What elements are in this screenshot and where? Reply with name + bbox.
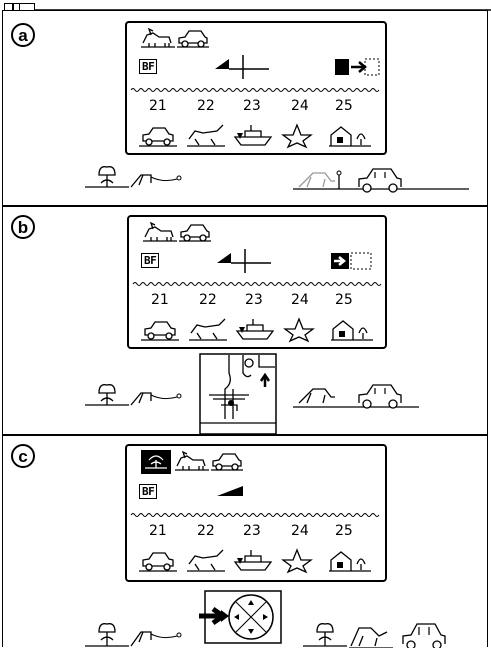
dog-icon: [143, 221, 177, 242]
stitch-width-icon: [217, 249, 271, 273]
pattern-number-23: 23: [245, 292, 263, 308]
direction-key-illustration: [199, 590, 282, 644]
dog-pattern-icon: [189, 318, 227, 341]
star-pattern-icon: [283, 317, 315, 343]
car-pattern-icon: [139, 127, 177, 147]
dog-icon: [141, 27, 175, 48]
pattern-icons-row: [139, 548, 371, 574]
wavy-divider: [132, 282, 382, 286]
panel-c: c BF 21 22 23 24 25: [2, 435, 488, 648]
pattern-number-24: 24: [291, 292, 309, 308]
sewn-sample-dog-car: [293, 384, 419, 409]
pattern-number-24: 24: [291, 523, 309, 539]
boat-pattern-icon: [233, 550, 273, 571]
stitch-width-icon: [217, 486, 243, 496]
sewn-sample-flower-dog: [85, 623, 182, 647]
panel-label-c: c: [11, 444, 35, 468]
panel-a: a BF 21 22 23 24 25: [2, 10, 488, 206]
pattern-number-21: 21: [149, 523, 167, 539]
stitch-width-icon: [215, 55, 269, 79]
car-icon: [177, 30, 209, 48]
wavy-divider: [130, 88, 380, 92]
star-pattern-icon: [281, 123, 313, 149]
car-pattern-icon: [139, 552, 177, 572]
boat-pattern-icon: [235, 319, 275, 340]
pattern-number-22: 22: [197, 98, 215, 114]
needle-closeup-illustration: [199, 353, 277, 435]
panel-b: b BF 21 22 23 24 25: [2, 206, 488, 435]
star-pattern-icon: [281, 548, 313, 574]
car-icon: [179, 224, 211, 242]
lcd-display-c: BF 21 22 23 24 25: [125, 444, 387, 582]
sewn-sample-flower-dog: [85, 384, 182, 406]
car-icon: [211, 453, 243, 471]
pattern-icons-row: [141, 317, 373, 343]
dog-pattern-icon: [187, 124, 225, 147]
wavy-divider: [130, 513, 380, 517]
bf-indicator: BF: [139, 484, 158, 499]
pattern-icons-row: [139, 123, 371, 149]
pattern-number-22: 22: [197, 523, 215, 539]
bf-indicator: BF: [141, 253, 160, 268]
pattern-number-25: 25: [335, 292, 353, 308]
dog-pattern-icon: [187, 549, 225, 572]
pattern-number-21: 21: [151, 292, 169, 308]
lcd-display-a: BF 21 22 23 24 25: [125, 21, 387, 155]
house-pattern-icon: [331, 320, 373, 341]
panel-label-b: b: [11, 215, 35, 239]
pattern-number-24: 24: [291, 98, 309, 114]
arrow-right-icon: [335, 58, 380, 76]
sewn-sample-flower-dog-car: [303, 623, 446, 648]
pattern-number-22: 22: [199, 292, 217, 308]
pattern-number-25: 25: [335, 98, 353, 114]
panel-label-a: a: [11, 23, 35, 47]
flower-highlight-icon: [141, 450, 171, 474]
sewn-sample-dog-car: [293, 168, 469, 193]
pattern-number-23: 23: [243, 98, 261, 114]
dog-icon: [175, 450, 209, 471]
bf-indicator: BF: [139, 59, 158, 74]
house-pattern-icon: [329, 126, 371, 147]
car-pattern-icon: [141, 321, 179, 341]
arrow-box-icon: [331, 252, 372, 270]
pattern-number-23: 23: [243, 523, 261, 539]
boat-pattern-icon: [233, 125, 273, 146]
lcd-display-b: BF 21 22 23 24 25: [127, 215, 387, 349]
pattern-number-21: 21: [149, 98, 167, 114]
sewn-sample-flower-dog: [85, 166, 182, 188]
pattern-number-25: 25: [335, 523, 353, 539]
house-pattern-icon: [329, 551, 371, 572]
